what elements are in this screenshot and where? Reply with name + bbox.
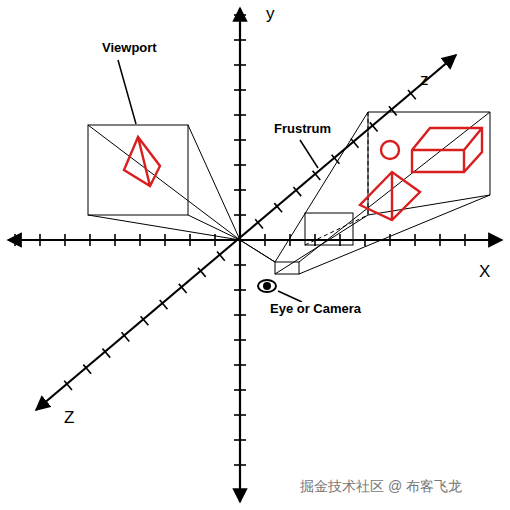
axis-label: Z (64, 408, 74, 428)
camera (258, 280, 276, 292)
frustrum-leader (300, 140, 318, 168)
eye-icon (258, 280, 276, 292)
pyramid (360, 172, 420, 220)
viewport-box (88, 125, 188, 215)
axis-label: X (479, 262, 490, 282)
y-axis (239, 8, 241, 502)
scene-objects (124, 128, 482, 220)
eye-pupil (263, 282, 271, 290)
viewport-leader (118, 60, 136, 124)
watermark: 掘金技术社区 @ 布客飞龙 (300, 478, 462, 494)
axis-label: z (420, 70, 429, 90)
far-plane (368, 112, 490, 215)
frustum-mid (305, 213, 353, 245)
x-axis (8, 239, 502, 241)
axes (8, 8, 502, 502)
callout-label: Frustrum (272, 122, 333, 137)
leaders (118, 60, 318, 302)
sphere (381, 141, 399, 159)
frustum (88, 112, 490, 274)
axis-label: y (266, 4, 275, 24)
callout-label: Viewport (100, 41, 159, 56)
viewport-pyramid (124, 137, 160, 186)
eye-leader (278, 291, 302, 302)
z-axis (36, 55, 456, 410)
box (412, 128, 482, 172)
callout-label: Eye or Camera (268, 302, 363, 317)
